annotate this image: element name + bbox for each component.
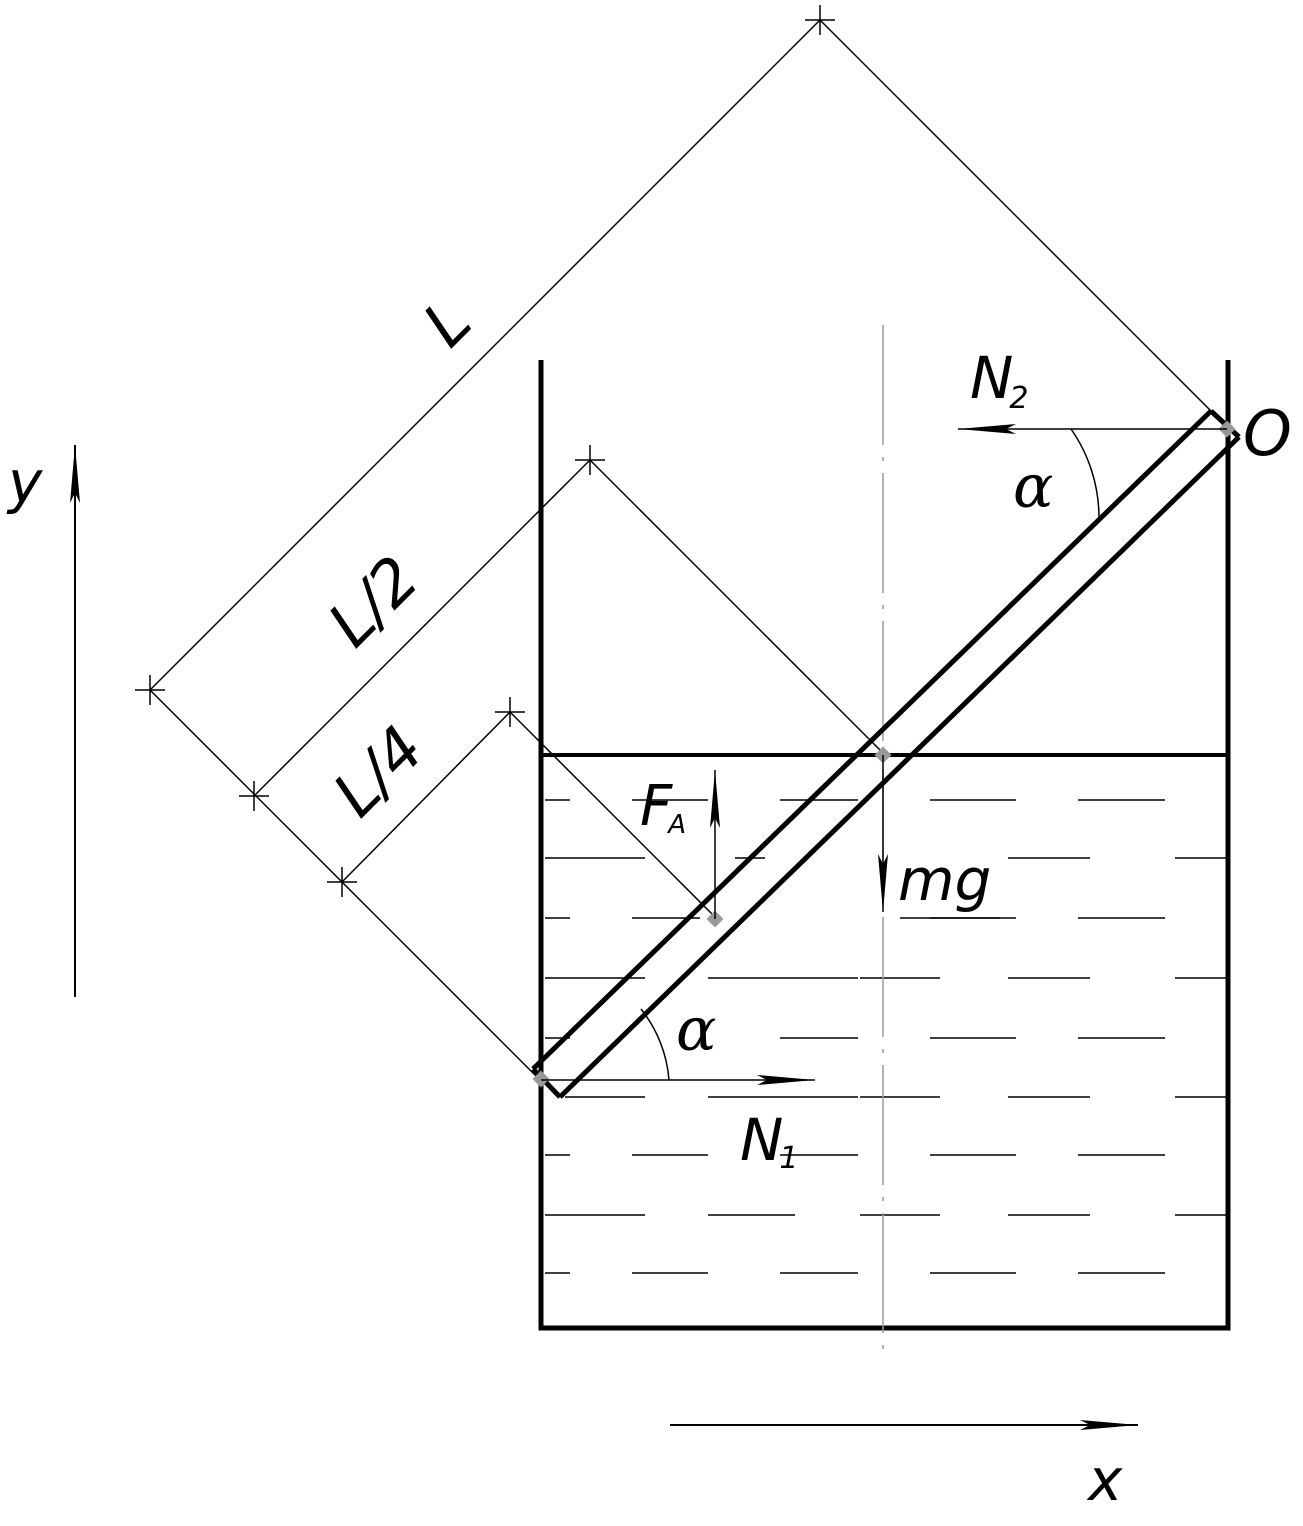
coordinate-axes: y x [6,445,1138,1514]
x-axis-label: x [1086,1446,1123,1514]
force-n1-label: N1 [740,1106,798,1176]
angle-label-bottom: α [676,995,717,1065]
angle-arc-bottom [640,1008,670,1081]
angle-arc-top [1070,428,1100,518]
gravity-force-label: mg [898,846,991,914]
y-axis-label: y [6,448,43,516]
rod [531,409,1241,1099]
length-label-quarter: L/4 [319,712,438,831]
vessel [538,360,1231,1331]
dimension-lines [135,5,1229,1082]
length-label-full: L [409,285,485,361]
vessel-walls [538,360,1231,1331]
angle-label-top: α [1013,452,1054,522]
force-vectors [541,424,1227,1085]
buoyant-force-label: FA [640,774,686,840]
length-label-half: L/2 [314,542,433,661]
water-hatching [545,799,1228,1274]
dimension-ticks [135,5,835,897]
pivot-point-label: O [1243,397,1292,470]
force-n2-label: N2 [970,344,1028,416]
